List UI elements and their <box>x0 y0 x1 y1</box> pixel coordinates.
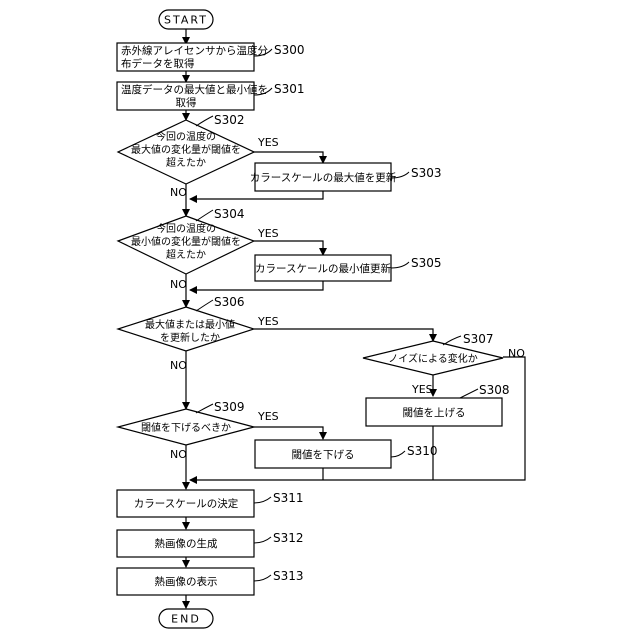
step-s308-box: 閾値を上げる <box>366 398 502 426</box>
arrow-s305-return <box>190 281 323 290</box>
s304-yes-label: YES <box>257 227 279 240</box>
step-s312-box: 熱画像の生成 <box>117 530 254 557</box>
decision-s307-text: ノイズによる変化か <box>388 352 477 365</box>
step-s301-box: 温度データの最大値と最小値を 取得 <box>117 82 268 110</box>
s302-yes-label: YES <box>257 136 279 149</box>
s313-label: S313 <box>273 569 304 583</box>
step-s300-box: 赤外線アレイセンサから温度分 布データを取得 <box>117 43 268 71</box>
step-s300-line-2: 布データを取得 <box>121 57 195 70</box>
s308-leader <box>460 389 478 398</box>
s306-yes-label: YES <box>257 315 279 328</box>
decision-s306-line-1: 最大値または最小値 <box>145 318 235 331</box>
s309-no-label: NO <box>170 448 187 461</box>
step-s305-box: カラースケールの最小値更新 <box>255 255 391 281</box>
s309-yes-label: YES <box>257 410 279 423</box>
s304-no-label: NO <box>170 278 187 291</box>
s307-label: S307 <box>463 332 494 346</box>
decision-s309-text: 閾値を下げるべきか <box>141 421 231 434</box>
arrow-s303-return <box>190 191 323 199</box>
step-s301-line-1: 温度データの最大値と最小値を <box>121 83 268 96</box>
s302-no-label: NO <box>170 186 187 199</box>
s306-leader <box>196 300 213 311</box>
s311-leader <box>254 497 271 503</box>
s310-label: S310 <box>407 444 438 458</box>
s308-label: S308 <box>479 383 510 397</box>
arrow-s302-yes <box>254 152 323 163</box>
step-s310-text: 閾値を下げる <box>292 448 355 461</box>
s310-leader <box>391 451 405 457</box>
decision-s304-line-2: 最小値の変化量が閾値を <box>131 235 241 248</box>
step-s313-box: 熱画像の表示 <box>117 568 254 595</box>
s305-leader <box>391 262 409 268</box>
decision-s304: 今回の温度の 最小値の変化量が閾値を 超えたか <box>118 216 254 274</box>
start-terminator: START <box>159 10 213 29</box>
s311-label: S311 <box>273 491 304 505</box>
step-s313-text: 熱画像の表示 <box>155 575 218 588</box>
decision-s302: 今回の温度の 最大値の変化量が閾値を 超えたか <box>118 120 254 184</box>
s306-no-label: NO <box>170 359 187 372</box>
s304-leader <box>196 210 213 221</box>
decision-s304-line-1: 今回の温度の <box>156 222 216 235</box>
s307-no-label: NO <box>508 347 525 360</box>
s307-yes-label: YES <box>411 383 433 396</box>
start-label: START <box>164 14 208 27</box>
decision-s304-line-3: 超えたか <box>166 248 206 261</box>
s302-label: S302 <box>214 113 245 127</box>
decision-s306-line-2: を更新したか <box>160 331 220 344</box>
end-label: END <box>171 613 201 626</box>
step-s303-box: カラースケールの最大値を更新 <box>250 163 397 191</box>
decision-s307: ノイズによる変化か <box>363 341 503 375</box>
step-s303-text: カラースケールの最大値を更新 <box>250 171 397 184</box>
s306-label: S306 <box>214 295 245 309</box>
arrow-s309-yes <box>254 427 323 439</box>
s305-label: S305 <box>411 256 442 270</box>
s307-leader <box>443 336 461 345</box>
step-s301-line-2: 取得 <box>176 97 197 109</box>
s300-label: S300 <box>274 43 305 57</box>
decision-s302-line-2: 最大値の変化量が閾値を <box>131 143 241 156</box>
decision-s302-line-1: 今回の温度の <box>156 130 216 143</box>
s304-label: S304 <box>214 207 245 221</box>
s309-leader <box>196 404 213 413</box>
arrow-s304-yes <box>254 241 323 255</box>
decision-s306: 最大値または最小値 を更新したか <box>118 307 254 351</box>
step-s312-text: 熱画像の生成 <box>155 537 218 550</box>
s313-leader <box>254 575 271 581</box>
s309-label: S309 <box>214 400 245 414</box>
decision-s302-line-3: 超えたか <box>166 156 206 169</box>
step-s305-text: カラースケールの最小値更新 <box>255 262 391 275</box>
step-s300-line-1: 赤外線アレイセンサから温度分 <box>121 44 268 57</box>
arrow-s306-yes <box>254 329 433 341</box>
s302-leader <box>196 116 213 126</box>
end-terminator: END <box>159 609 213 628</box>
step-s308-text: 閾値を上げる <box>403 406 466 419</box>
s303-label: S303 <box>411 166 442 180</box>
s301-label: S301 <box>274 82 305 96</box>
step-s311-box: カラースケールの決定 <box>117 490 254 517</box>
step-s310-box: 閾値を下げる <box>255 440 391 468</box>
s312-label: S312 <box>273 531 304 545</box>
s312-leader <box>254 537 271 543</box>
step-s311-text: カラースケールの決定 <box>134 497 239 510</box>
decision-s309: 閾値を下げるべきか <box>118 409 254 445</box>
